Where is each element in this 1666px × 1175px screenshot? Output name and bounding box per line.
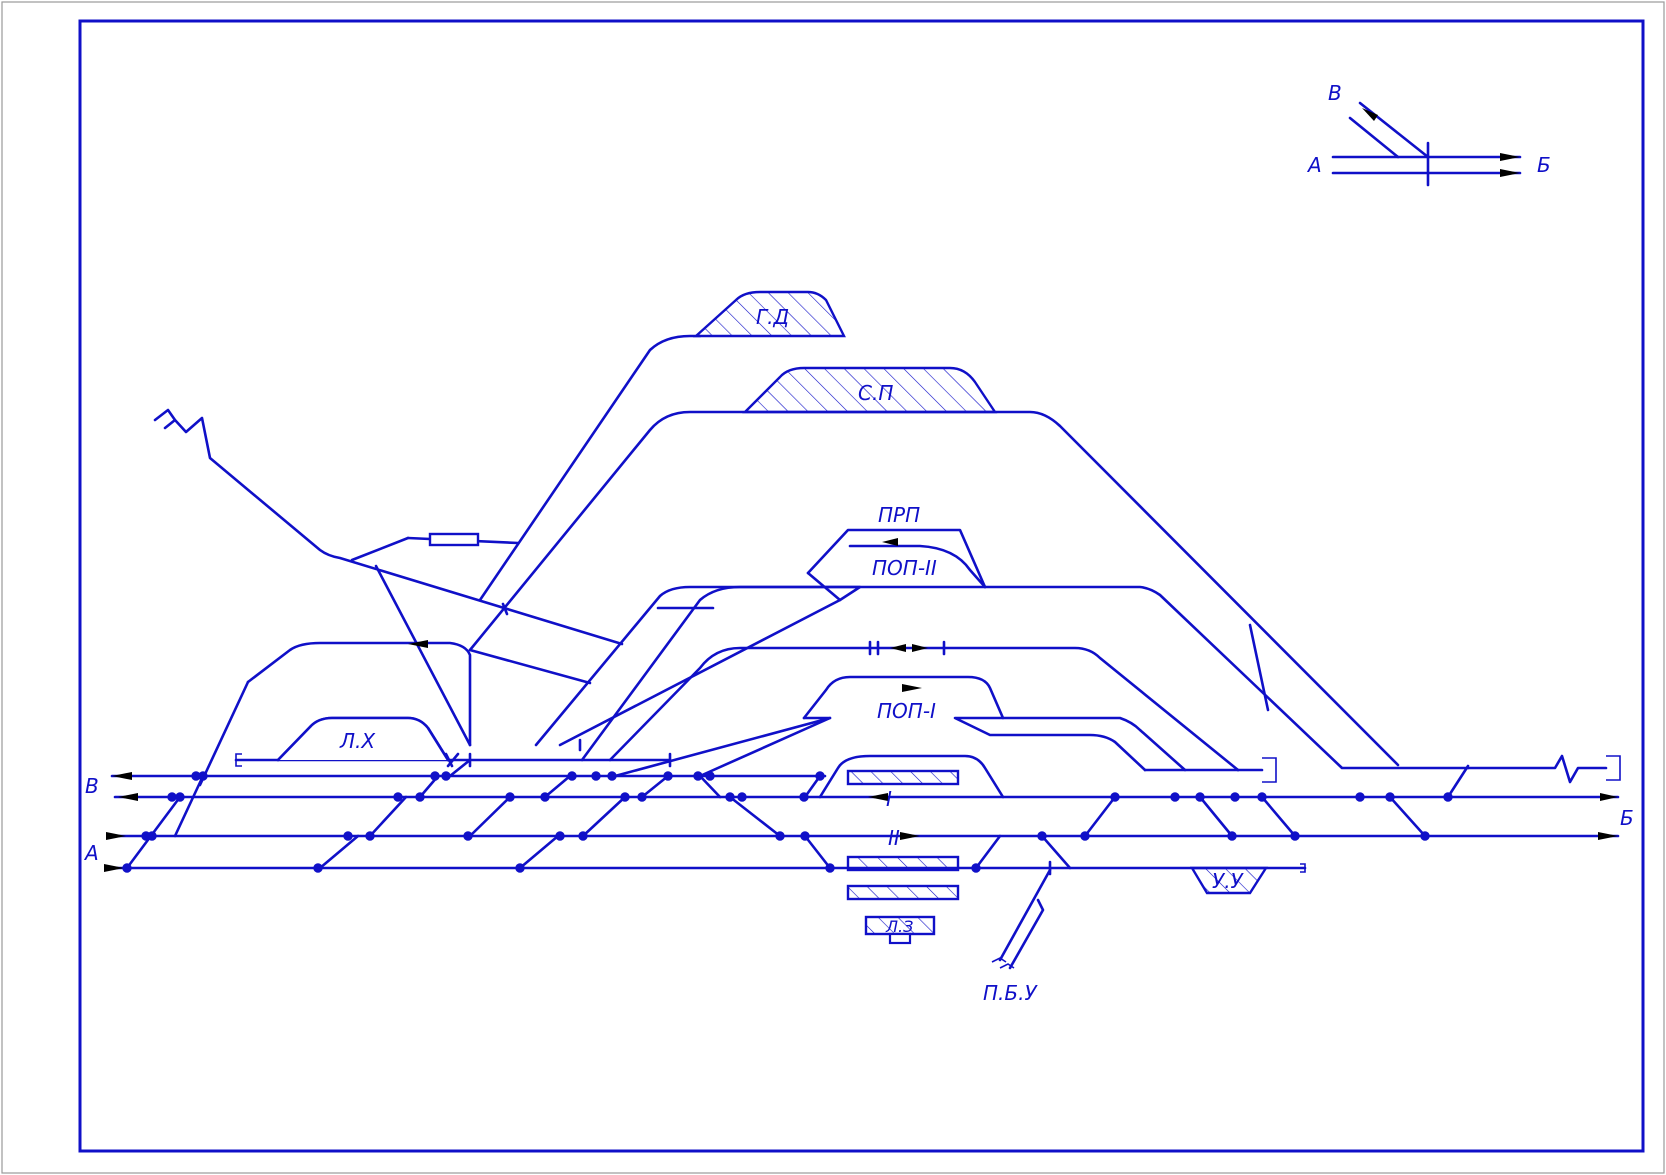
switch-point-dot <box>463 831 473 841</box>
label-left-a: А <box>83 841 99 865</box>
label-lh: Л.Х <box>339 729 376 753</box>
switch-point-dot <box>430 771 440 781</box>
label-uu: У.У <box>1212 869 1245 893</box>
switch-point-dot <box>313 863 323 873</box>
switch-point-dot <box>663 771 673 781</box>
switch-point-dot <box>591 771 601 781</box>
switch-point-dot <box>567 771 577 781</box>
switch-point-dot <box>393 792 403 802</box>
switch-point-dot <box>620 792 630 802</box>
switch-point-dot <box>1443 792 1453 802</box>
switch-point-dot <box>343 831 353 841</box>
switch-point-dot <box>1037 831 1047 841</box>
switch-point-dot <box>167 792 177 802</box>
platform-labels: ПРП ПОП-II ПОП-I I II П.Б.У <box>408 503 1038 1005</box>
switch-point-dot <box>540 792 550 802</box>
switch-point-dot <box>693 771 703 781</box>
switch-point-dot <box>441 771 451 781</box>
direction-legend: В А Б <box>1306 81 1551 187</box>
switch-point-dot <box>607 771 617 781</box>
switch-point-dot <box>515 863 525 873</box>
switch-point-dot <box>175 792 185 802</box>
switch-point-dot <box>815 771 825 781</box>
switch-point-dot <box>1227 831 1237 841</box>
drawing-frame <box>78 19 1645 1153</box>
switch-points <box>122 771 1453 873</box>
switch-point-dot <box>971 863 981 873</box>
legend-label-a: А <box>1306 153 1322 177</box>
legend-label-b: Б <box>1537 153 1551 177</box>
label-track2: II <box>888 826 900 850</box>
legend-label-v: В <box>1328 81 1342 105</box>
station-tracks <box>125 334 1621 970</box>
label-pop1: ПОП-I <box>877 699 936 723</box>
label-left-v: В <box>85 774 99 798</box>
switch-point-dot <box>775 831 785 841</box>
label-gd: Г.Д <box>756 305 789 329</box>
switch-point-dot <box>1080 831 1090 841</box>
switch-point-dot <box>578 831 588 841</box>
switch-point-dot <box>1420 831 1430 841</box>
label-track1: I <box>886 787 892 811</box>
switch-point-dot <box>147 831 157 841</box>
switch-point-dot <box>365 831 375 841</box>
buildings: Г.Д С.П Л.З У.У Л.Х <box>276 290 1269 945</box>
switch-point-dot <box>637 792 647 802</box>
label-pbu: П.Б.У <box>983 981 1038 1005</box>
switch-point-dot <box>1355 792 1365 802</box>
switch-point-dot <box>799 792 809 802</box>
switch-point-dot <box>1110 792 1120 802</box>
end-labels: В А Б <box>83 774 1634 865</box>
switch-point-dot <box>505 792 515 802</box>
switch-point-dot <box>1170 792 1180 802</box>
switch-point-dot <box>415 792 425 802</box>
switch-point-dot <box>1257 792 1267 802</box>
label-sp: С.П <box>858 381 893 405</box>
switch-point-dot <box>1230 792 1240 802</box>
switch-point-dot <box>198 771 208 781</box>
switch-point-dot <box>122 863 132 873</box>
switch-point-dot <box>725 792 735 802</box>
switch-point-dot <box>1195 792 1205 802</box>
label-right-b: Б <box>1620 806 1634 830</box>
switch-point-dot <box>705 771 715 781</box>
switch-point-dot <box>555 831 565 841</box>
switch-point-dot <box>737 792 747 802</box>
switch-point-dot <box>800 831 810 841</box>
label-lz: Л.З <box>885 917 913 936</box>
label-prp: ПРП <box>878 503 920 527</box>
switch-point-dot <box>1385 792 1395 802</box>
switch-point-dot <box>1290 831 1300 841</box>
label-pop2: ПОП-II <box>872 556 937 580</box>
switch-point-dot <box>825 863 835 873</box>
